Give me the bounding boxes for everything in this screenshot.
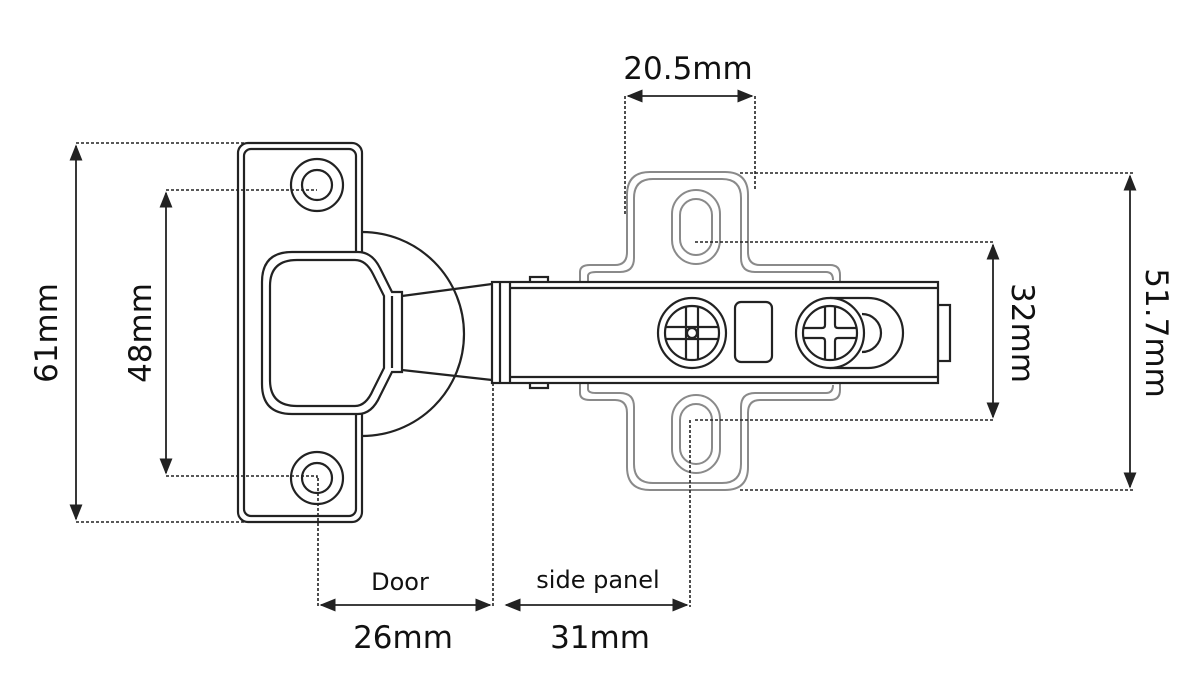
side-panel-label: side panel bbox=[536, 566, 659, 594]
dimension-48mm: 48mm bbox=[123, 189, 318, 478]
bottom-slot bbox=[671, 394, 721, 474]
door-label: Door bbox=[371, 568, 429, 596]
dim-61mm-label: 61mm bbox=[29, 283, 65, 383]
dimension-20-5mm: 20.5mm bbox=[623, 51, 756, 215]
hinge-cup bbox=[361, 230, 466, 438]
dim-20-5mm-label: 20.5mm bbox=[623, 51, 752, 87]
dim-32mm-label: 32mm bbox=[1004, 283, 1040, 383]
dimension-61mm: 61mm bbox=[29, 142, 245, 523]
hinge-arm-body bbox=[490, 275, 952, 390]
top-slot bbox=[671, 189, 721, 265]
dimension-door-26mm: Door 26mm bbox=[317, 383, 494, 656]
door-mounting-plate bbox=[236, 141, 404, 524]
depth-screw-icon bbox=[794, 296, 866, 370]
dim-51-7mm-label: 51.7mm bbox=[1138, 268, 1174, 397]
dimension-51-7mm: 51.7mm bbox=[740, 172, 1174, 491]
dimension-32mm: 32mm bbox=[695, 241, 1040, 421]
hinge-arm-neck bbox=[401, 282, 493, 382]
dim-31mm-label: 31mm bbox=[550, 620, 650, 656]
side-panel-mounting-plate bbox=[579, 171, 841, 491]
adjustment-screw-icon bbox=[656, 296, 728, 370]
dimension-side-panel-31mm: side panel 31mm bbox=[504, 420, 691, 656]
dim-48mm-label: 48mm bbox=[123, 283, 159, 383]
dim-26mm-label: 26mm bbox=[353, 620, 453, 656]
